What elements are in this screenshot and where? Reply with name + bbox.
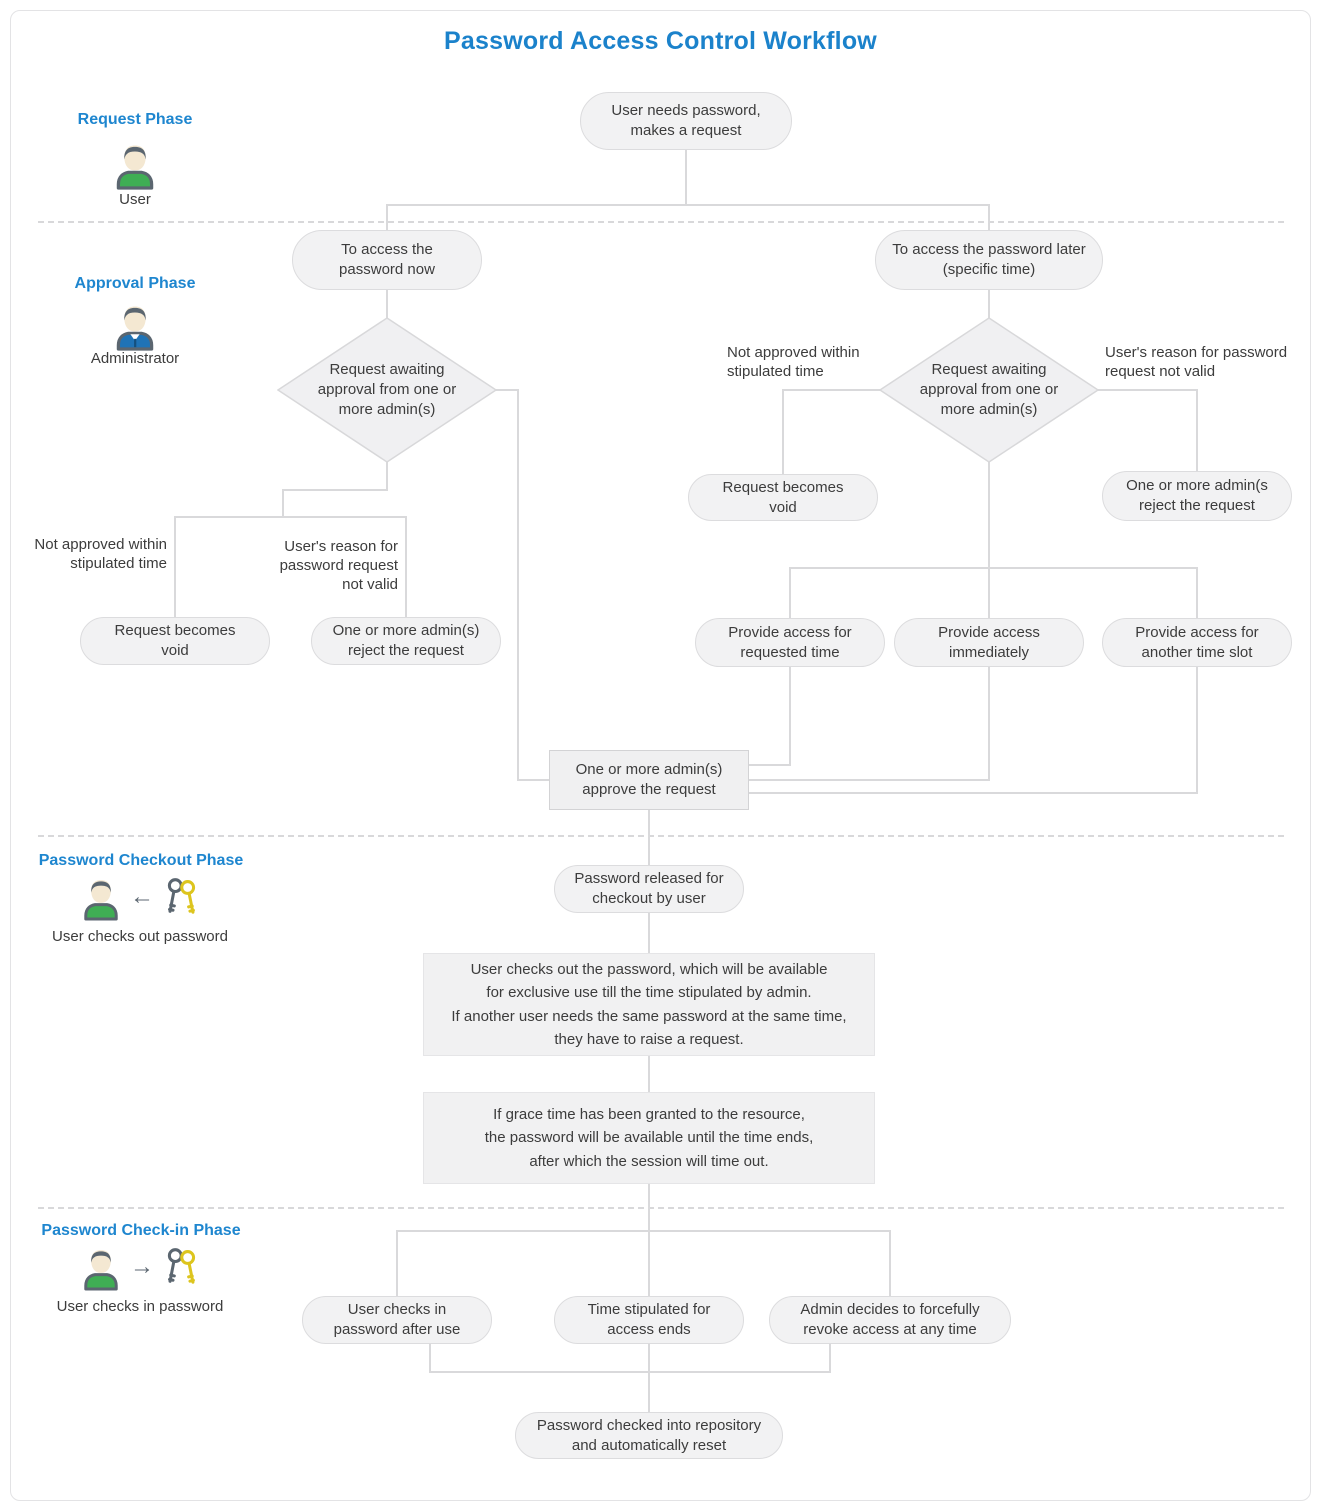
- connector-line: [396, 1230, 398, 1297]
- user-icon: [84, 1250, 118, 1291]
- arrow-right-icon: →: [130, 1253, 154, 1280]
- connector-line: [174, 516, 407, 518]
- connector-line: [648, 810, 650, 866]
- connector-line: [282, 489, 388, 491]
- request-phase-icons: [35, 137, 235, 191]
- phase-separator-1: [38, 221, 1284, 223]
- connector-line: [648, 1343, 650, 1413]
- decision-label: Request awaiting approval from one or mo…: [919, 361, 1059, 418]
- connector-line: [174, 516, 176, 617]
- note-checkout-details: User checks out the password, which will…: [423, 953, 875, 1056]
- connector-line: [386, 462, 388, 491]
- node-start: User needs password, makes a request: [580, 92, 792, 150]
- edge-label-reason-invalid-later: User's reason for password request not v…: [1105, 344, 1288, 380]
- connector-line: [749, 792, 1198, 794]
- node-provide-immediately: Provide access immediately: [894, 618, 1084, 667]
- keys-icon: [167, 1248, 196, 1284]
- connector-line: [496, 389, 519, 391]
- connector-line: [988, 288, 990, 318]
- node-user-checks-in: User checks in password after use: [302, 1296, 492, 1344]
- phase-label-checkout: Password Checkout Phase: [38, 852, 244, 869]
- connector-line: [988, 204, 990, 232]
- connector-line: [396, 1230, 891, 1232]
- node-admins-reject-later: One or more admin(s reject the request: [1102, 471, 1292, 521]
- node-password-released: Password released for checkout by user: [554, 865, 744, 913]
- connector-line: [386, 204, 388, 232]
- approval-phase-icons: [35, 298, 235, 352]
- connector-line: [405, 516, 407, 617]
- connector-line: [386, 204, 990, 206]
- connector-line: [988, 567, 990, 619]
- connector-line: [648, 1055, 650, 1093]
- connector-line: [988, 666, 990, 781]
- phase-caption-checkout: User checks out password: [52, 928, 228, 945]
- connector-line: [429, 1371, 831, 1373]
- phase-label-approval: Approval Phase: [74, 275, 196, 292]
- connector-line: [648, 1183, 650, 1232]
- administrator-icon: [116, 306, 154, 351]
- node-request-void-later: Request becomes void: [688, 474, 878, 521]
- connector-line: [782, 389, 881, 391]
- diamond-shape: [879, 317, 1099, 463]
- connector-line: [789, 567, 1198, 569]
- phase-separator-2: [38, 835, 1284, 837]
- phase-label-request: Request Phase: [77, 111, 193, 128]
- user-icon: [84, 880, 118, 921]
- page-title: Password Access Control Workflow: [444, 27, 877, 55]
- decision-awaiting-approval-later: Request awaiting approval from one or mo…: [879, 317, 1099, 463]
- connector-line: [429, 1343, 431, 1373]
- node-admin-revoke: Admin decides to forcefully revoke acces…: [769, 1296, 1011, 1344]
- diamond-shape: [277, 317, 497, 463]
- node-admins-reject-now: One or more admin(s) reject the request: [311, 617, 501, 665]
- connector-line: [517, 389, 519, 781]
- phase-caption-checkin: User checks in password: [56, 1298, 224, 1315]
- connector-line: [749, 779, 990, 781]
- connector-line: [889, 1230, 891, 1297]
- connector-line: [1196, 567, 1198, 619]
- decision-awaiting-approval-now: Request awaiting approval from one or mo…: [277, 317, 497, 463]
- edge-label-reason-invalid-now: User's reason for password request not v…: [279, 538, 398, 593]
- connector-line: [386, 288, 388, 318]
- node-provide-another-slot: Provide access for another time slot: [1102, 618, 1292, 667]
- node-checked-in-reset: Password checked into repository and aut…: [515, 1412, 783, 1459]
- phase-caption-administrator: Administrator: [90, 350, 180, 367]
- user-icon: [116, 145, 154, 190]
- node-provide-requested-time: Provide access for requested time: [695, 618, 885, 667]
- node-request-void-now: Request becomes void: [80, 617, 270, 665]
- connector-line: [988, 460, 990, 569]
- connector-line: [749, 764, 791, 766]
- connector-line: [648, 1230, 650, 1297]
- phase-label-checkin: Password Check-in Phase: [41, 1222, 241, 1239]
- checkin-phase-icons: →: [40, 1240, 240, 1294]
- connector-line: [829, 1343, 831, 1373]
- node-access-later: To access the password later (specific t…: [875, 230, 1103, 290]
- node-admins-approve: One or more admin(s) approve the request: [549, 750, 749, 810]
- node-access-now: To access the password now: [292, 230, 482, 290]
- connector-line: [648, 912, 650, 954]
- edge-label-not-approved-now: Not approved within stipulated time: [34, 536, 167, 572]
- edge-label-not-approved-later: Not approved within stipulated time: [727, 344, 860, 380]
- connector-line: [685, 150, 687, 206]
- keys-icon: [167, 878, 196, 914]
- connector-line: [782, 389, 784, 475]
- checkout-phase-icons: ←: [40, 870, 240, 924]
- node-time-ends: Time stipulated for access ends: [554, 1296, 744, 1344]
- connector-line: [1196, 666, 1198, 794]
- connector-line: [1196, 389, 1198, 473]
- phase-caption-user: User: [119, 191, 151, 208]
- decision-label: Request awaiting approval from one or mo…: [317, 361, 457, 418]
- connector-line: [282, 489, 284, 518]
- phase-separator-3: [38, 1207, 1284, 1209]
- connector-line: [1094, 389, 1198, 391]
- note-grace-time: If grace time has been granted to the re…: [423, 1092, 875, 1184]
- connector-line: [789, 666, 791, 766]
- connector-line: [789, 567, 791, 619]
- arrow-left-icon: ←: [130, 883, 154, 910]
- connector-line: [517, 779, 549, 781]
